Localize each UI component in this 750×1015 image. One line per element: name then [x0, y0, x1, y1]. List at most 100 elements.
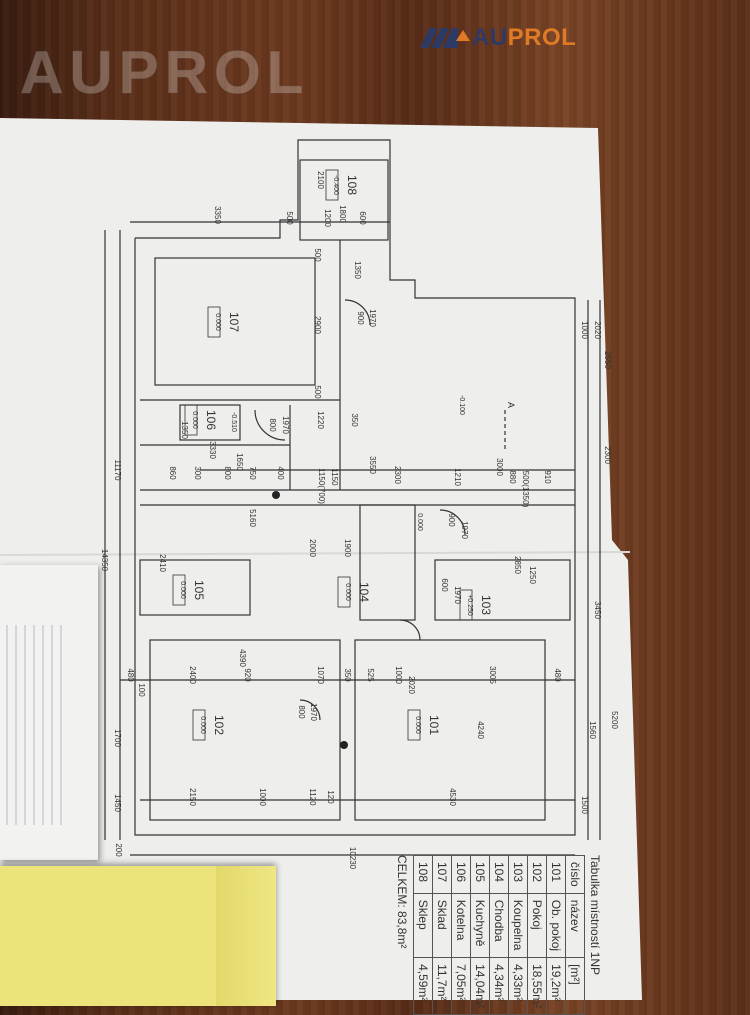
dimension-label: 11170: [113, 459, 122, 481]
room-name: Kotelna: [451, 893, 471, 958]
header-name: název: [565, 893, 585, 958]
dimension-label: 1970: [453, 586, 462, 604]
level-box: [325, 169, 339, 201]
room-number: 105: [192, 580, 206, 600]
dimension-label: 2020: [593, 321, 602, 339]
room-name: Sklep: [413, 893, 433, 958]
dimension-label: 1150(700): [317, 468, 326, 504]
room-name: Sklad: [432, 893, 452, 958]
dimension-label: 5160: [248, 509, 257, 527]
room-area: 11,7m²: [432, 957, 452, 1015]
dimension-label: 800: [268, 418, 277, 432]
dimension-label: 2020: [407, 676, 416, 694]
dimension-label: 500: [313, 385, 322, 399]
room-name: Ob. pokoj: [546, 893, 566, 958]
room-number: 101: [427, 715, 441, 735]
logo-stripes-icon: [420, 28, 458, 48]
dimension-label: 3550: [368, 456, 377, 474]
dimension-label: 1120: [308, 788, 317, 806]
room-name: Chodba: [489, 893, 509, 958]
room-num: 107: [432, 855, 452, 894]
room-num: 108: [413, 855, 433, 894]
room-table-area: Tabulka místností 1NP číslo název [m²] 1…: [380, 855, 610, 1015]
dimension-label: 1000: [580, 321, 589, 339]
dimension-label: 2150: [188, 788, 197, 806]
dimension-label: 4240: [476, 721, 485, 739]
dimension-label: 3450: [593, 601, 602, 619]
dimension-label: 2550: [603, 351, 612, 369]
dimension-label: 860: [168, 466, 177, 480]
auprol-logo: AU PROL: [420, 24, 576, 52]
room-level: -0.400: [332, 175, 339, 195]
room-number: 103: [479, 595, 493, 615]
dimension-label: 1070: [316, 666, 325, 684]
dimension-label: 2900: [313, 316, 322, 334]
dimension-label: 1350: [180, 421, 189, 439]
room-area: 4,34m²: [489, 957, 509, 1015]
dimension-label: 3000: [495, 458, 504, 476]
room-num: 103: [508, 855, 528, 894]
dimension-label: 1700: [113, 729, 122, 747]
dimension-label: 900: [447, 513, 456, 527]
header-area: [m²]: [565, 957, 585, 1015]
room-area: 19,2m²: [546, 957, 566, 1015]
room-num: 104: [489, 855, 509, 894]
room-number: 102: [212, 715, 226, 735]
dimension-label: 525: [366, 668, 375, 682]
room-level: 0.000: [191, 411, 198, 429]
dimension-label: 300: [193, 466, 202, 480]
logo-text-au: AU: [472, 24, 508, 51]
dimension-label: 1970: [368, 309, 377, 327]
level-mark: -0.100: [458, 395, 465, 415]
room-level: 0.000: [414, 716, 421, 734]
dimension-label: 500: [285, 211, 294, 225]
paper-stack: [0, 565, 98, 860]
dimension-label: 1900: [343, 539, 352, 557]
dimension-label: 2850: [513, 556, 522, 574]
dimension-label: 14350: [100, 549, 109, 572]
dimension-label: 480: [126, 668, 135, 682]
dimension-label: 2300: [603, 446, 612, 464]
dimension-label: 1500: [580, 796, 589, 814]
dimension-label: 1000: [258, 788, 267, 806]
dimension-label: 1970: [460, 521, 469, 539]
walls: [104, 139, 601, 856]
paper: [0, 118, 642, 1000]
dimension-label: 1970: [281, 416, 290, 434]
section-mark: A: [506, 402, 516, 408]
room-number: 108: [345, 175, 359, 195]
room-num: 106: [451, 855, 471, 894]
room-table-total: CELKEM: 83,8m²: [395, 855, 409, 949]
room-level: 0.000: [344, 583, 351, 601]
logo-triangle-icon: [456, 29, 470, 41]
level-box: [184, 404, 198, 436]
dimension-label: 920: [243, 668, 252, 682]
dimension-label: 480: [553, 668, 562, 682]
room-number: 107: [227, 312, 241, 332]
room-level: 0.000: [199, 716, 206, 734]
level-box: [459, 589, 473, 621]
dimension-label: 1150: [330, 468, 339, 486]
dimension-label: 800: [223, 466, 232, 480]
yellow-envelope: [0, 866, 276, 1006]
room-name: Kuchyně: [470, 893, 490, 958]
room-level: 0.000: [179, 581, 186, 599]
dimension-label: 10230: [348, 847, 357, 870]
dimension-label: 1250: [528, 566, 537, 584]
room-name: Pokoj: [527, 893, 547, 958]
room-area: 18,55m²: [527, 957, 547, 1015]
dimension-label: 1650: [235, 453, 244, 471]
dimension-label: 5200: [610, 711, 619, 729]
room-area: 4,59m²: [413, 957, 433, 1015]
header-number: číslo: [565, 855, 585, 894]
watermark: AUPROL: [19, 39, 310, 106]
room-num: 102: [527, 855, 547, 894]
dimension-label: 1970: [309, 703, 318, 721]
